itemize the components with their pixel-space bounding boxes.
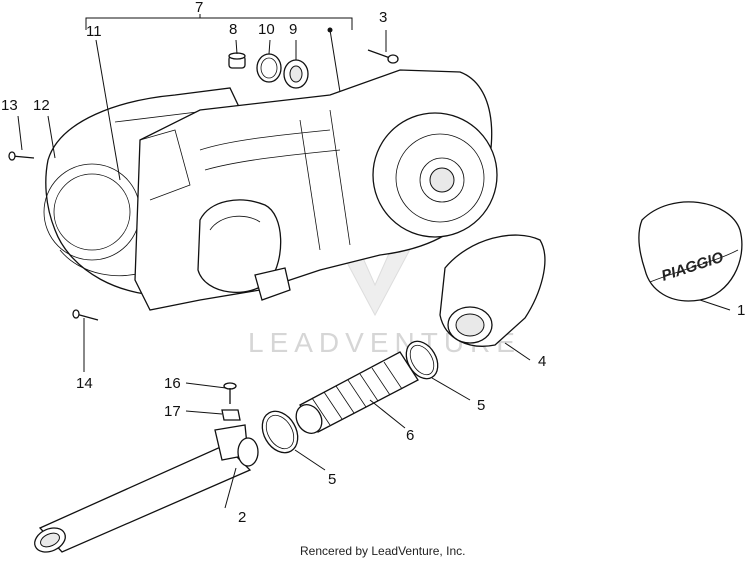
callout-17: 17 [164,403,181,420]
intake-tube-2 [34,424,259,553]
callout-16: 16 [164,375,181,392]
leader-lines [17,27,731,509]
callout-6: 6 [406,427,414,444]
bellows-hose-6 [295,351,419,434]
callout-5-lower: 5 [328,471,336,488]
bracket-7 [85,14,353,30]
callout-10: 10 [258,21,275,38]
callout-1: 1 [737,302,745,319]
callout-3: 3 [379,9,387,26]
air-duct-4 [439,234,546,347]
hose-clamp-5-lower [261,410,299,454]
callout-2: 2 [238,509,246,526]
callout-12: 12 [33,97,50,114]
cover-cap-1: PIAGGIO [638,201,743,302]
bushing-8 [228,52,246,69]
callout-9: 9 [289,21,297,38]
callout-13: 13 [1,97,18,114]
screw-16 [223,382,237,404]
callout-14: 14 [76,375,93,392]
callout-11: 11 [86,23,102,40]
screw-14 [72,309,99,321]
footer-credit: Rencered by LeadVenture, Inc. [300,544,465,558]
callout-4: 4 [538,353,546,370]
screw-13 [8,151,35,161]
callout-labels: 1 2 3 4 5 5 6 7 8 9 10 11 12 13 14 16 17 [1,0,745,526]
o-ring-10 [256,53,282,83]
clip-nut-17 [221,409,241,421]
callout-5-upper: 5 [477,397,485,414]
callout-8: 8 [229,21,237,38]
callout-7: 7 [195,0,203,16]
screw-3 [367,49,399,64]
hose-clamp-5-upper [405,340,439,380]
crankcase-cover [134,69,498,311]
bearing-9 [283,59,309,89]
